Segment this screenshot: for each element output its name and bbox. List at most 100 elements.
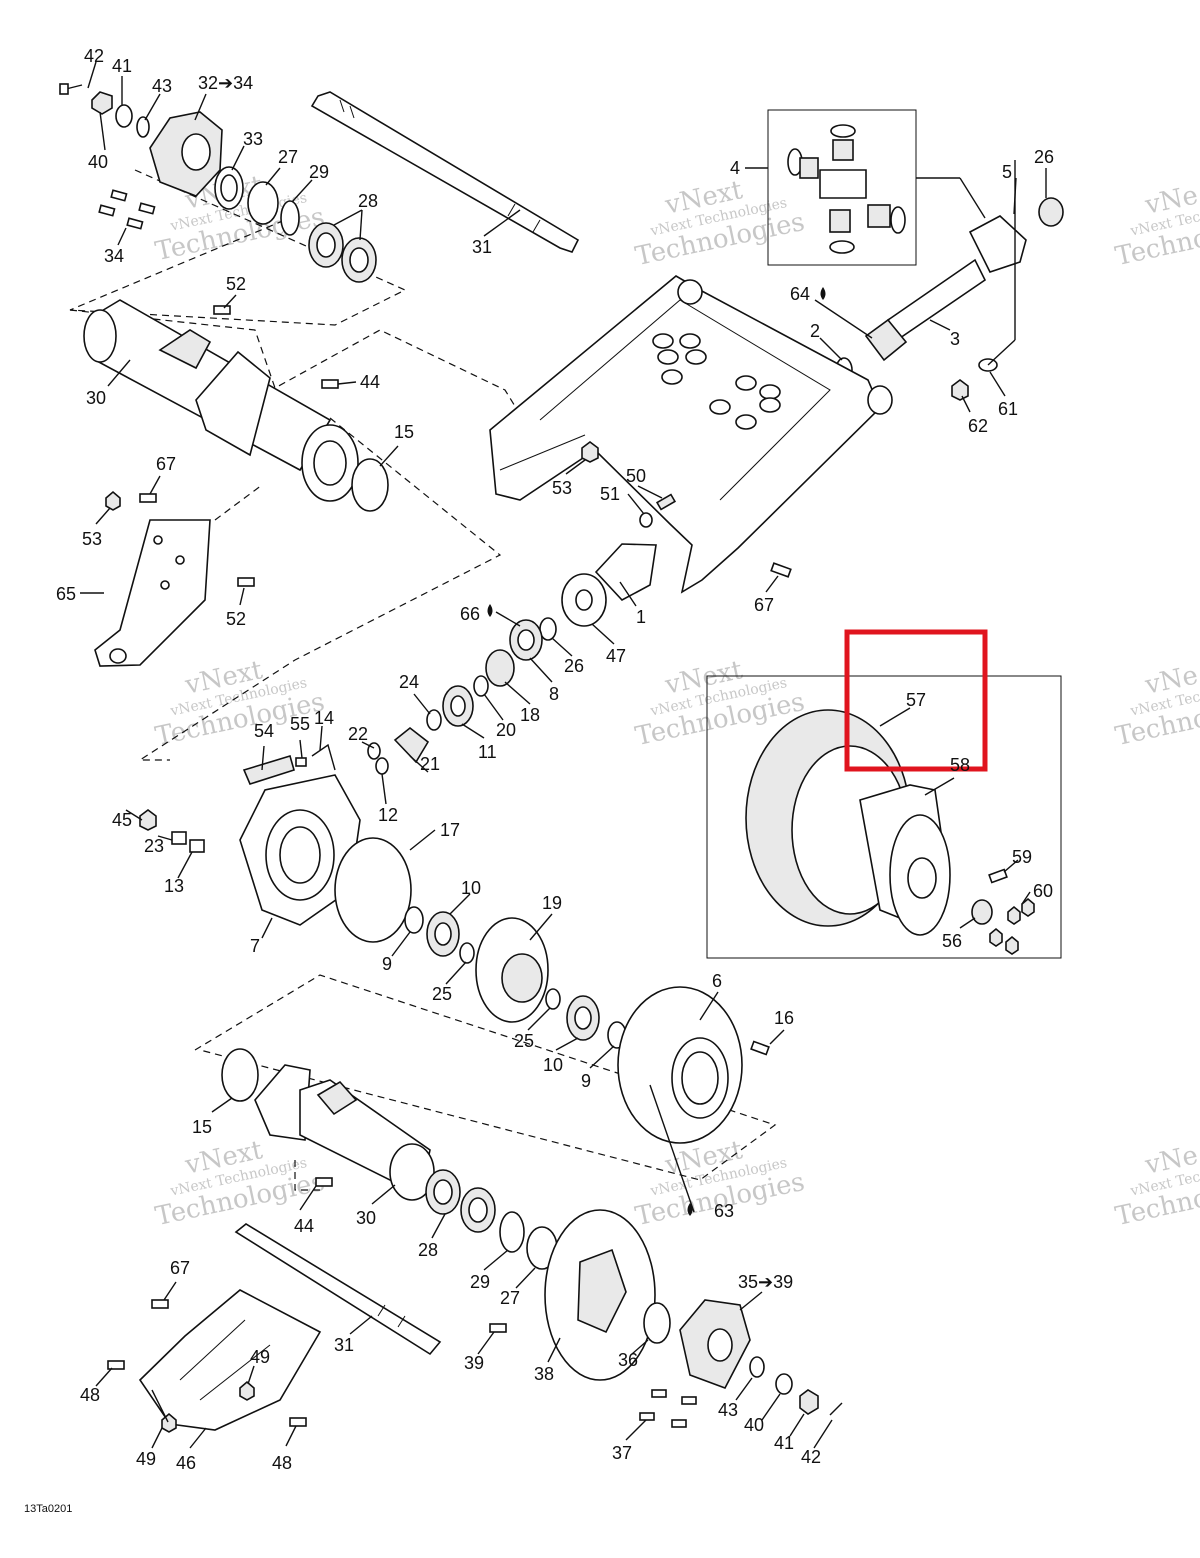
callout: 67 — [754, 595, 774, 615]
bolt-48b — [289, 1417, 307, 1427]
callout: 64 — [790, 284, 810, 304]
wheel-assembly-box — [706, 675, 1062, 959]
callout: 34 — [104, 246, 124, 266]
callout: 7 — [250, 936, 260, 956]
tube-14 — [311, 743, 336, 771]
highlight-box-57 — [844, 629, 988, 772]
callout-labels: 42 41 43 32➔34 40 33 27 29 28 34 31 4 5 … — [56, 46, 1054, 1473]
callout: 9 — [382, 954, 392, 974]
callout: 55 — [290, 714, 310, 734]
callout: 5 — [1002, 162, 1012, 182]
callout: 31 — [472, 237, 492, 257]
bolt-62 — [951, 379, 969, 401]
nut-53-bracket — [105, 490, 121, 511]
callout: 27 — [278, 147, 298, 167]
callout: 30 — [356, 1208, 376, 1228]
shim-25b — [545, 988, 561, 1010]
callout: 42 — [801, 1447, 821, 1467]
grease-drop-icon — [487, 604, 493, 617]
watermark-upper-right: vNe vNext Tec Techno — [1113, 180, 1200, 272]
callout: 43 — [718, 1400, 738, 1420]
spring-54 — [242, 754, 295, 785]
o-ring-43-lower — [749, 1356, 765, 1378]
callout: 15 — [192, 1117, 212, 1137]
drive-axle-upper — [310, 91, 580, 253]
seal-9a — [404, 906, 424, 934]
callout: 32➔34 — [198, 73, 253, 93]
bolt-16 — [750, 1040, 770, 1056]
leader-lines — [80, 61, 1031, 1449]
differential-cover — [617, 986, 770, 1144]
callout: 41 — [774, 1433, 794, 1453]
callout: 28 — [418, 1240, 438, 1260]
lug-nuts-60 — [989, 897, 1035, 955]
callout: 3 — [950, 329, 960, 349]
callout: 37 — [612, 1443, 632, 1463]
callout: 47 — [606, 646, 626, 666]
callout: 23 — [144, 836, 164, 856]
callout: 44 — [360, 372, 380, 392]
bolt-52-upper — [213, 305, 231, 315]
grease-drop-icons — [487, 287, 826, 1216]
callout: 40 — [88, 152, 108, 172]
callout: 27 — [500, 1288, 520, 1308]
callout: 25 — [514, 1031, 534, 1051]
bracket-65 — [94, 490, 255, 667]
callout: 13 — [164, 876, 184, 896]
callout: 39 — [464, 1353, 484, 1373]
ring-29-upper — [280, 200, 300, 236]
callout: 62 — [968, 416, 988, 436]
callout: 28 — [358, 191, 378, 211]
bolt-48a — [107, 1360, 125, 1370]
cap-56 — [971, 899, 993, 925]
o-ring-17 — [334, 837, 412, 943]
washer-40-lower — [775, 1373, 793, 1395]
callout: 14 — [314, 708, 334, 728]
pivot-parts — [426, 543, 657, 731]
axle-housing-lower — [221, 1048, 435, 1201]
callout: 15 — [394, 422, 414, 442]
callout: 45 — [112, 810, 132, 830]
plug-23 — [171, 831, 187, 845]
callout: 29 — [309, 162, 329, 182]
callout: 10 — [461, 878, 481, 898]
callout: 31 — [334, 1335, 354, 1355]
callout: 51 — [600, 484, 620, 504]
callout: 44 — [294, 1216, 314, 1236]
callout: 52 — [226, 274, 246, 294]
bushing-18 — [485, 649, 515, 687]
ring-gear-group — [404, 906, 627, 1049]
callout: 56 — [942, 931, 962, 951]
pinion-21 — [393, 726, 430, 764]
callout: 49 — [136, 1449, 156, 1469]
callout: 2 — [810, 321, 820, 341]
callout: 48 — [272, 1453, 292, 1473]
callout: 22 — [348, 724, 368, 744]
callout: 67 — [156, 454, 176, 474]
washer-upper — [115, 104, 133, 128]
callout: 50 — [626, 466, 646, 486]
watermark-mid-right: vNe vNext Tec Techno — [1113, 660, 1200, 752]
cotter-pin-upper — [59, 83, 69, 95]
callout: 1 — [636, 607, 646, 627]
callout: 48 — [80, 1385, 100, 1405]
callout: 63 — [714, 1201, 734, 1221]
callout: 12 — [378, 805, 398, 825]
callout: 9 — [581, 1071, 591, 1091]
callout: 30 — [86, 388, 106, 408]
ring-29-lower — [499, 1211, 525, 1253]
bolt-67-frame — [770, 562, 792, 578]
swing-arm-holes — [652, 333, 781, 430]
callout: 20 — [496, 720, 516, 740]
u-joint-kit-box — [767, 109, 917, 266]
grease-drop-icon — [820, 287, 826, 300]
callout: 4 — [730, 158, 740, 178]
hub-assembly-upper — [59, 83, 377, 283]
sleeve-1 — [594, 543, 657, 601]
callout: 24 — [399, 672, 419, 692]
shim-25a — [459, 942, 475, 964]
fitting-55 — [295, 757, 307, 767]
cotter-pin-lower — [829, 1402, 843, 1416]
callout: 53 — [552, 478, 572, 498]
nut-49a — [239, 1380, 255, 1401]
